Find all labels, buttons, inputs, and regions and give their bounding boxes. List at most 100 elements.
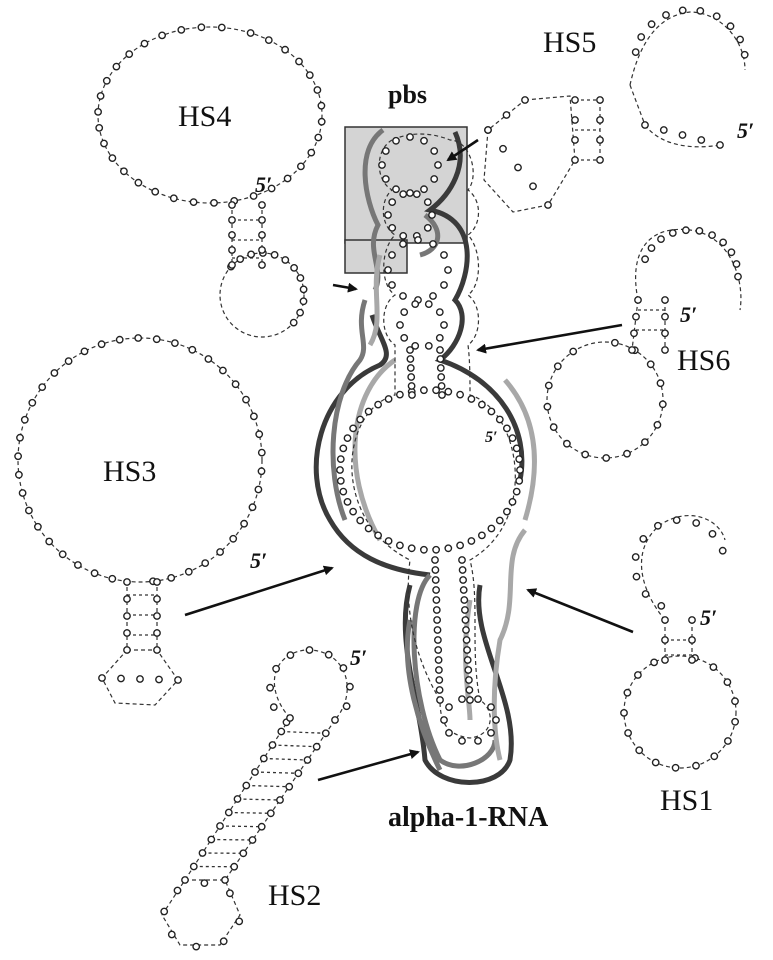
nucleotide [426, 301, 432, 307]
nucleotide [229, 232, 235, 238]
nucleotide [693, 763, 699, 769]
nucleotide [266, 37, 272, 43]
nucleotide [633, 49, 639, 55]
nucleotide [259, 217, 265, 223]
nucleotide [191, 863, 197, 869]
nucleotide [658, 603, 664, 609]
nucleotide [99, 675, 105, 681]
nucleotide [488, 730, 494, 736]
nucleotide [251, 413, 257, 419]
nucleotide [437, 356, 443, 362]
nucleotide [340, 488, 346, 494]
nucleotide [465, 667, 471, 673]
nucleotide [457, 391, 463, 397]
nucleotide [326, 652, 332, 658]
nucleotide [81, 348, 87, 354]
nucleotide [509, 435, 515, 441]
nucleotide [189, 347, 195, 353]
nucleotide [462, 607, 468, 613]
nucleotide [479, 532, 485, 538]
nucleotide [96, 125, 102, 131]
nucleotide [26, 507, 32, 513]
nucleotide [433, 577, 439, 583]
nucleotide [636, 747, 642, 753]
nucleotide [168, 575, 174, 581]
nucleotide [389, 282, 395, 288]
nucleotide [570, 348, 576, 354]
nucleotide [350, 425, 356, 431]
nucleotide [171, 195, 177, 201]
nucleotide [375, 401, 381, 407]
nucleotide [22, 417, 28, 423]
nucleotide [710, 664, 716, 670]
nucleotide [435, 657, 441, 663]
nucleotide [178, 27, 184, 33]
nucleotide [434, 617, 440, 623]
nucleotide [109, 155, 115, 161]
nucleotide [287, 652, 293, 658]
nucleotide [625, 730, 631, 736]
nucleotide [430, 293, 436, 299]
nucleotide [642, 122, 648, 128]
nucleotide [733, 261, 739, 267]
light-band [355, 255, 535, 760]
nucleotide [624, 451, 630, 457]
nucleotide [124, 596, 130, 602]
nucleotide [689, 657, 695, 663]
nucleotide [445, 389, 451, 395]
nucleotide [385, 267, 391, 273]
nucleotide [720, 548, 726, 554]
nucleotide [241, 521, 247, 527]
nucleotide [141, 40, 147, 46]
nucleotide [400, 241, 406, 247]
nucleotide [300, 298, 306, 304]
nucleotide [118, 675, 124, 681]
nucleotide [393, 186, 399, 192]
nucleotide [379, 162, 385, 168]
nucleotide [459, 567, 465, 573]
nucleotide [201, 880, 207, 886]
base-pair [238, 799, 281, 800]
nucleotide [156, 676, 162, 682]
nucleotide [249, 837, 255, 843]
base-pair [211, 840, 252, 841]
nucleotide [51, 370, 57, 376]
nucleotide [433, 597, 439, 603]
nucleotide [696, 228, 702, 234]
nucleotide [259, 449, 265, 455]
nucleotide [259, 202, 265, 208]
base-pair [246, 786, 289, 787]
nucleotide [457, 542, 463, 548]
nucleotide [631, 330, 637, 336]
base-pair [264, 759, 308, 761]
nucleotide [437, 697, 443, 703]
nucleotide [436, 677, 442, 683]
nucleotide [517, 467, 523, 473]
nucleotide [314, 87, 320, 93]
nucleotide [522, 97, 528, 103]
nucleotide [400, 233, 406, 239]
nucleotide [101, 140, 107, 146]
nucleotide [546, 382, 552, 388]
nucleotide [249, 504, 255, 510]
nucleotide [267, 685, 273, 691]
nucleotide [436, 687, 442, 693]
label-hs2: HS2 [268, 879, 321, 912]
nucleotide [65, 358, 71, 364]
nucleotide [514, 488, 520, 494]
label-hs6: HS6 [677, 344, 730, 377]
nucleotide [742, 52, 748, 58]
nucleotide [488, 704, 494, 710]
nucleotide [220, 367, 226, 373]
nucleotide [407, 356, 413, 362]
nucleotide [441, 252, 447, 258]
nucleotide [633, 573, 639, 579]
nucleotide [269, 742, 275, 748]
hairpin-hs2 [161, 647, 353, 950]
nucleotide [463, 637, 469, 643]
nucleotide [365, 408, 371, 414]
nucleotide [95, 109, 101, 115]
nucleotide [621, 710, 627, 716]
nucleotide [446, 704, 452, 710]
nucleotide [296, 58, 302, 64]
